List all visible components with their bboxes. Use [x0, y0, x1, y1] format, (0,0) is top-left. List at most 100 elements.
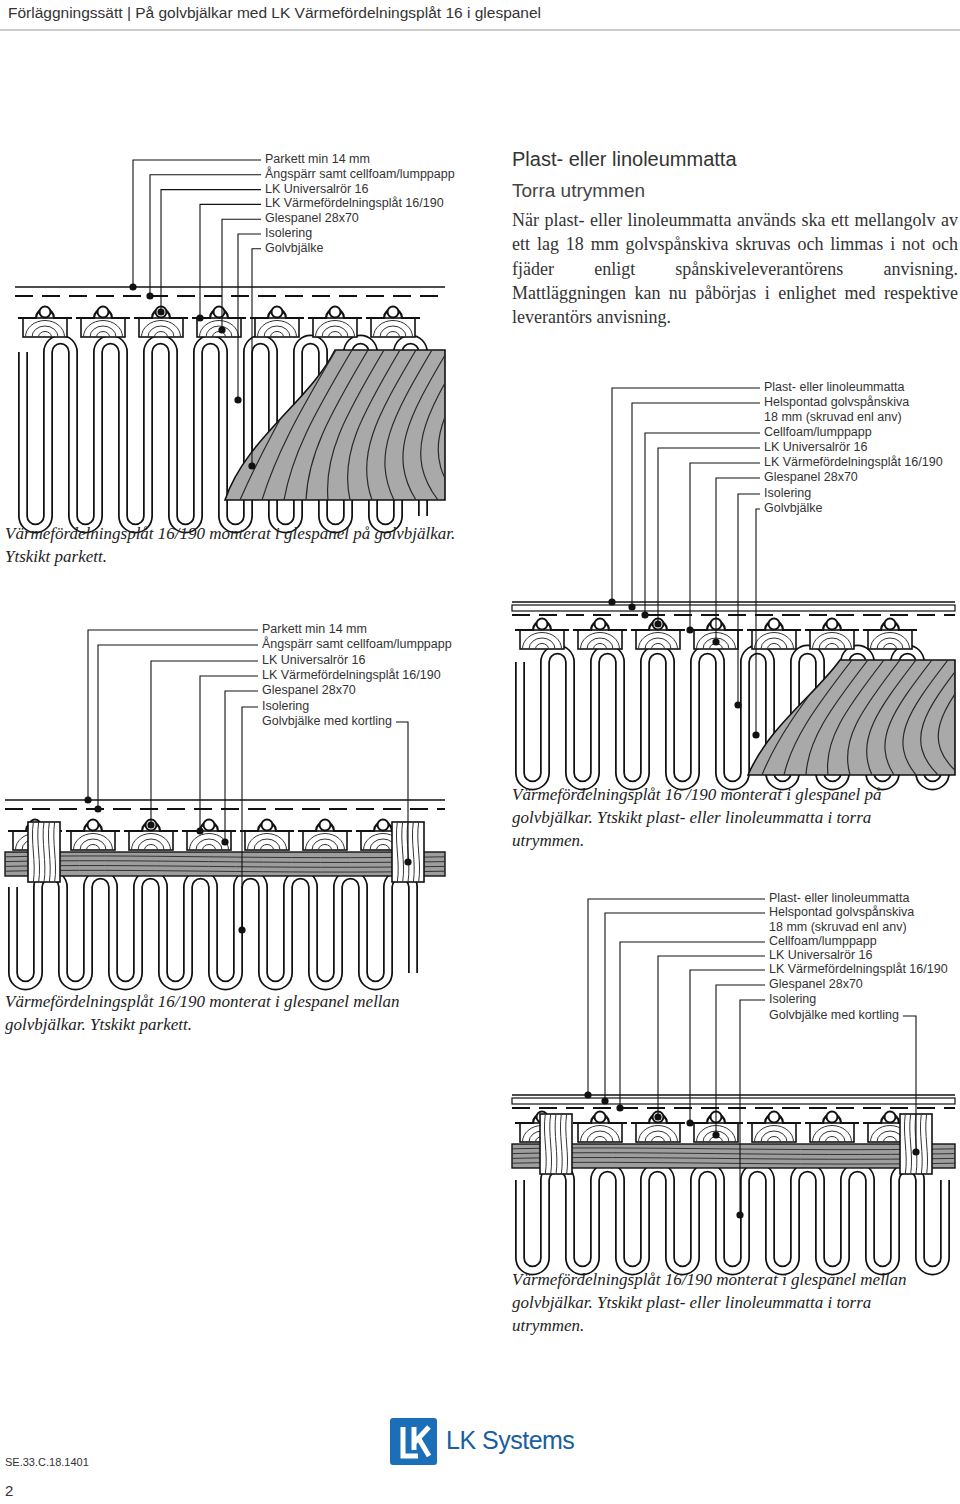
leader-line — [133, 160, 261, 287]
figure-caption: Värmefördelningsplåt 16 /190 monterat i … — [512, 783, 937, 852]
wood-grain — [819, 638, 845, 649]
chipboard-layer — [512, 605, 955, 611]
wood-grain — [80, 839, 106, 850]
leader-dot — [654, 1113, 661, 1120]
wood-grain — [490, 350, 528, 500]
leader-dot — [196, 314, 203, 321]
leader-line — [756, 509, 760, 735]
leader-dot — [736, 1211, 743, 1218]
wood-grain — [512, 1158, 955, 1160]
glespanel-board — [245, 831, 289, 850]
pipe-section — [537, 619, 548, 630]
leader-dot — [146, 292, 153, 299]
floor-section-4 — [512, 1095, 955, 1271]
glespanel-board — [23, 318, 67, 337]
wood-grain — [148, 326, 174, 337]
wood-grain — [200, 321, 239, 337]
logo-glyph — [414, 1427, 429, 1456]
leader-line — [620, 942, 765, 1108]
wood-grain — [813, 1126, 852, 1143]
callout-label: Glespanel 28x70 — [265, 211, 359, 226]
callout-label: Plast- eller linoleummatta — [769, 891, 909, 906]
wood-grain — [529, 638, 555, 649]
leader-line — [690, 970, 765, 1123]
wood-grain — [374, 321, 413, 337]
body-text: När plast- eller linoleummatta används s… — [512, 208, 958, 329]
wood-grain — [145, 845, 158, 851]
wood-grain — [190, 834, 229, 851]
wood-grain — [271, 332, 284, 338]
wood-grain — [206, 326, 232, 337]
wood-grain — [740, 660, 820, 775]
wood-grain — [261, 845, 274, 851]
leader-line — [222, 219, 261, 330]
glespanel-board — [520, 630, 564, 649]
glespanel-board — [578, 630, 622, 649]
glespanel-board — [313, 318, 357, 337]
glespanel-board — [636, 630, 680, 649]
callout-label: LK Universalrör 16 — [265, 182, 369, 197]
floor-section-1 — [15, 287, 528, 529]
floor-surface — [15, 286, 445, 288]
glespanel-board — [187, 831, 231, 850]
wood-grain — [39, 332, 52, 338]
wood-grain — [921, 660, 960, 775]
wood-grain — [594, 644, 607, 650]
wood-grain — [581, 1126, 620, 1143]
wood-grain — [768, 1137, 781, 1143]
wood-grain — [645, 1131, 671, 1142]
glespanel-board — [197, 318, 241, 337]
leader-dot — [712, 638, 719, 645]
section-heading: Plast- eller linoleummatta — [512, 146, 737, 172]
pipe-section — [88, 820, 99, 831]
callout-label: Parkett min 14 mm — [262, 622, 367, 637]
glespanel-board — [81, 318, 125, 337]
wood-grain — [132, 834, 171, 850]
callout-label: LK Värmefördelningsplåt 16/190 — [764, 455, 943, 470]
header-rule — [0, 30, 960, 31]
callout-label: Ångspärr samt cellfoam/lumppapp — [262, 637, 452, 652]
wood-grain — [581, 633, 620, 649]
wood-grain — [456, 350, 496, 500]
callout-label: Helspontad golvspånskiva 18 mm (skruvad … — [769, 905, 931, 934]
pipe-section — [388, 307, 399, 318]
wood-grain — [306, 834, 345, 850]
plank-grain — [696, 660, 960, 775]
wood-grain — [536, 644, 549, 650]
glespanel-board — [810, 630, 854, 649]
wood-grain — [258, 321, 297, 337]
wood-grain — [544, 1114, 546, 1174]
glespanel-board — [810, 1123, 854, 1142]
leader-line — [632, 403, 760, 607]
glespanel-board — [71, 831, 115, 850]
leader-lines — [84, 160, 919, 1219]
wood-grain — [5, 861, 445, 863]
leader-dot — [912, 1148, 919, 1155]
callout-label: LK Värmefördelningsplåt 16/190 — [769, 962, 948, 977]
wood-grain — [218, 350, 304, 500]
wood-grain — [74, 834, 113, 851]
glespanel-board — [636, 1123, 680, 1142]
wood-grain — [396, 822, 398, 882]
leader-dot — [734, 701, 741, 708]
wood-grain — [87, 845, 100, 851]
callout-label: Parkett min 14 mm — [265, 152, 370, 167]
callout-label: Glespanel 28x70 — [769, 977, 863, 992]
wood-grain — [38, 822, 40, 882]
wood-grain — [819, 1131, 845, 1142]
leader-dot — [248, 462, 255, 469]
logo-square — [390, 1418, 437, 1465]
wood-grain — [755, 633, 794, 649]
wood-grain — [718, 660, 804, 775]
heating-pipe — [520, 1168, 945, 1271]
leader-dot — [584, 1091, 591, 1098]
wood-grain — [90, 326, 116, 337]
wood-grain — [319, 845, 332, 851]
wood-grain — [329, 332, 342, 338]
wood-grain — [566, 1114, 568, 1174]
wood-grain — [512, 1148, 955, 1150]
callout-label: Cellfoam/lumppapp — [769, 934, 877, 949]
glespanel-board — [303, 831, 347, 850]
page-header: Förläggningssätt | På golvbjälkar med LK… — [8, 4, 541, 22]
heating-pipe — [13, 875, 413, 986]
